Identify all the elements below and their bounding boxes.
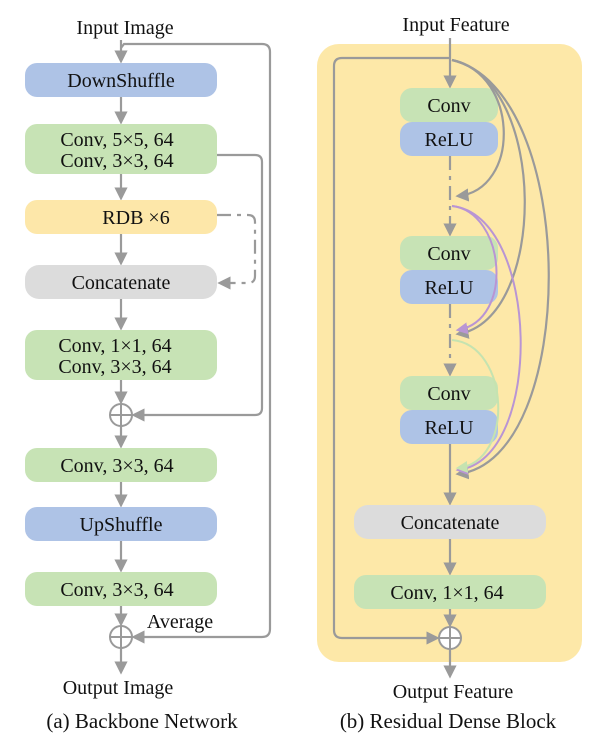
- rdb-relu3-block: [400, 410, 498, 444]
- rdb-input-label: Input Feature: [402, 14, 509, 36]
- global-skip-connection: [120, 42, 272, 644]
- backbone-output-label: Output Image: [63, 677, 174, 699]
- add-node-2: [109, 625, 133, 649]
- backbone-concat-label: Concatenate: [72, 272, 171, 294]
- conv-block-b: [25, 330, 217, 380]
- add-node-1: [109, 403, 133, 427]
- backbone-network: Input Image DownShuffle Conv, 5×5, 64 Co…: [25, 17, 272, 733]
- dense-link-relu2-to-concat: [451, 339, 500, 473]
- rdb-caption: (b) Residual Dense Block: [340, 709, 557, 733]
- downshuffle-block: [25, 63, 217, 97]
- rdb-conv-final-block: [354, 575, 546, 609]
- dense-link-input-to-conv3: [451, 58, 526, 339]
- rdb-stack-block: [25, 200, 217, 234]
- backbone-concat-block: [25, 265, 217, 299]
- conv-block-d: [25, 572, 217, 606]
- rdb-conv3-label: Conv: [427, 383, 470, 405]
- upshuffle-block: [25, 507, 217, 541]
- conv-b-line1: Conv, 1×1, 64: [58, 335, 171, 357]
- rdb-conv3-block: [400, 376, 498, 410]
- backbone-input-label: Input Image: [76, 17, 173, 39]
- conv-block-a: [25, 124, 217, 174]
- rdb-conv1-block: [400, 88, 498, 122]
- rdb-conv1-label: Conv: [427, 95, 470, 117]
- rdb-add-node: [438, 626, 462, 650]
- local-skip-connection: [131, 153, 264, 422]
- downshuffle-label: DownShuffle: [67, 70, 175, 92]
- conv-c-label: Conv, 3×3, 64: [60, 455, 173, 477]
- conv-block-c: [25, 448, 217, 482]
- conv-d-label: Conv, 3×3, 64: [60, 579, 173, 601]
- average-label: Average: [147, 611, 213, 633]
- rdb-features-to-concat: [217, 213, 257, 290]
- conv-a-line2: Conv, 3×3, 64: [60, 150, 173, 172]
- rdb-relu2-label: ReLU: [425, 277, 474, 299]
- rdb-concat-label: Concatenate: [401, 512, 500, 534]
- rdb-concat-block: [354, 505, 546, 539]
- upshuffle-label: UpShuffle: [80, 514, 163, 536]
- rdb-conv-final-label: Conv, 1×1, 64: [390, 582, 503, 604]
- rdb-local-residual: [332, 56, 450, 645]
- dense-link-relu1-to-conv3: [451, 205, 498, 335]
- rdb-relu1-block: [400, 122, 498, 156]
- rdb-conv2-label: Conv: [427, 243, 470, 265]
- residual-dense-block: Input Feature Conv ReLU Conv ReLU Conv R…: [317, 14, 582, 733]
- backbone-caption: (a) Backbone Network: [46, 709, 238, 733]
- conv-b-line2: Conv, 3×3, 64: [58, 356, 171, 378]
- dense-link-relu1-to-concat: [451, 205, 522, 475]
- rdb-relu3-label: ReLU: [425, 417, 474, 439]
- conv-a-line1: Conv, 5×5, 64: [60, 129, 173, 151]
- rdb-relu1-label: ReLU: [425, 129, 474, 151]
- rdb-relu2-block: [400, 270, 498, 304]
- rdb-output-label: Output Feature: [393, 681, 514, 703]
- rdb-stack-label: RDB ×6: [102, 207, 169, 229]
- rdb-conv2-block: [400, 236, 498, 270]
- dense-link-input-to-concat: [451, 58, 550, 480]
